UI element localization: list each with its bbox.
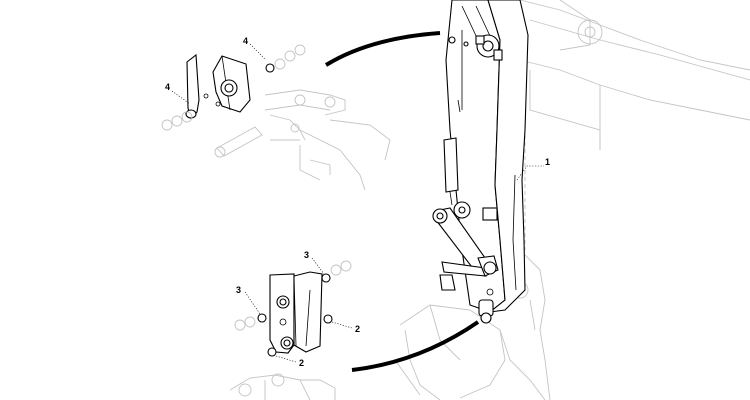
arm-assembly — [432, 0, 529, 324]
reference-arrow-lower — [351, 320, 480, 372]
background-boom — [499, 0, 750, 400]
callout-3-top: 3 — [304, 250, 309, 260]
callout-1-leader — [516, 165, 544, 181]
reference-arrow-upper — [324, 31, 441, 67]
callout-1: 1 — [545, 157, 550, 167]
callout-2-right: 2 — [355, 324, 360, 334]
callout-2-bottom: 2 — [299, 358, 304, 368]
callout-4-top: 4 — [243, 36, 248, 46]
callout-3-left: 3 — [236, 285, 241, 295]
callout-4-left: 4 — [165, 82, 170, 92]
background-upper-linkage — [264, 89, 391, 191]
background-bucket — [394, 304, 506, 400]
lower-exploded-view: 3 3 2 2 — [234, 250, 360, 368]
background-lower-linkage — [229, 373, 336, 400]
upper-exploded-view: 4 4 — [161, 36, 306, 158]
